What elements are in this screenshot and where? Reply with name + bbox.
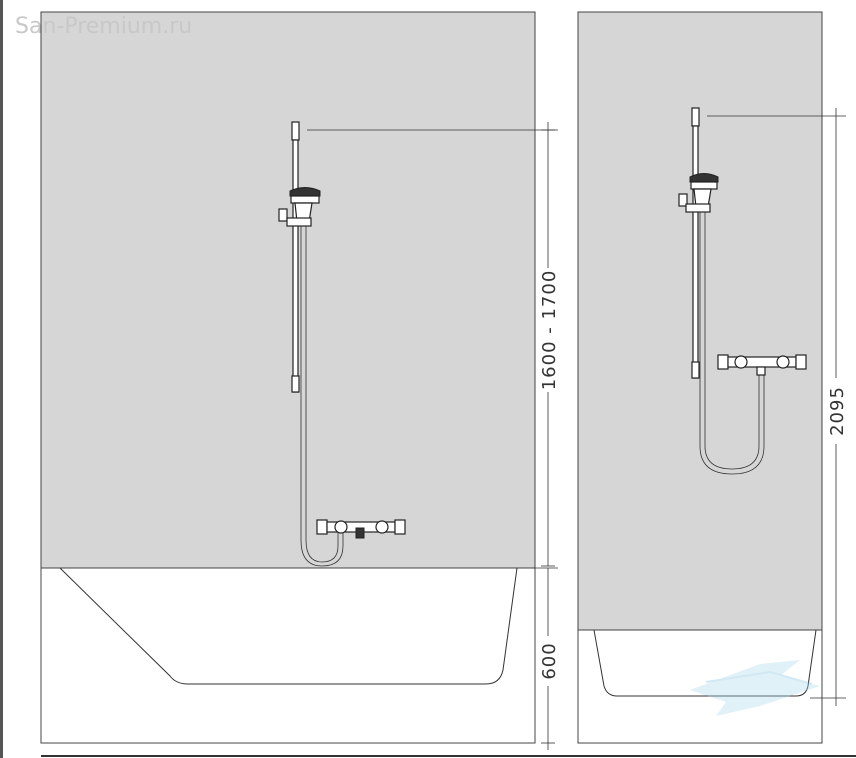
hand-shower-left [278, 187, 321, 227]
bathtub-front [40, 567, 536, 744]
bathtub-panel: 1600 - 1700 600 [40, 11, 560, 750]
site-watermark: San-Premium.ru [15, 14, 192, 39]
thermostat-mixer-left [316, 519, 406, 539]
shower-rail-left [291, 121, 300, 393]
shower-hose-right [699, 212, 765, 475]
bathtub-wall [40, 11, 536, 569]
shower-panel: 2095 [577, 11, 848, 744]
frame-left-bar [0, 0, 3, 758]
dimension-rail-height [307, 122, 558, 567]
logo-watermark [690, 660, 820, 716]
dimension-label-rail-height: 1600 - 1700 [539, 270, 560, 391]
bathtub-outline [59, 567, 518, 685]
shower-tray-area [577, 629, 823, 744]
dimension-bathtub-height [533, 567, 558, 750]
shower-tray-outline [593, 629, 817, 697]
dimension-label-bathtub-height: 600 [539, 642, 560, 679]
dimension-label-rail-top: 2095 [827, 386, 848, 436]
thermostat-mixer-right [717, 354, 807, 376]
dimension-rail-top [707, 108, 846, 706]
hand-shower-right [678, 173, 719, 213]
shower-rail-right [691, 107, 700, 379]
shower-hose-left [300, 226, 344, 567]
